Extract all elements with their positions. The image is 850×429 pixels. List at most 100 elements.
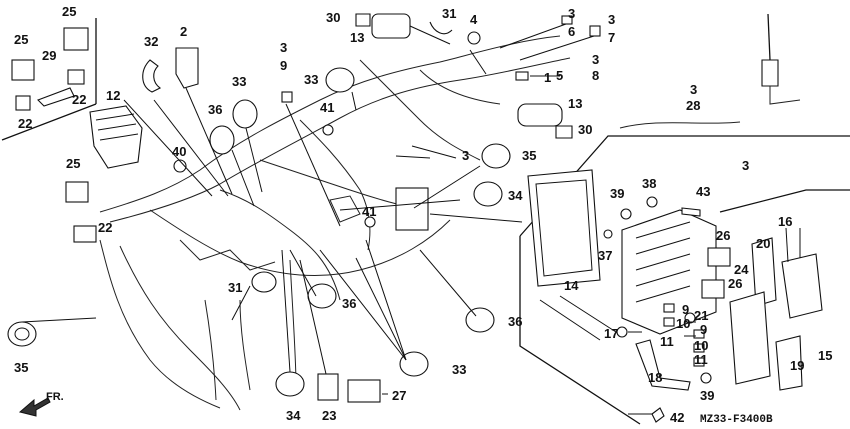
callout-11: 11 [660, 334, 674, 349]
part-4 [467, 31, 481, 45]
callout-27: 27 [392, 388, 406, 403]
callout-21: 21 [694, 308, 708, 323]
callout-3: 3 [280, 40, 287, 55]
antenna-part [767, 13, 771, 61]
callout-8: 8 [592, 68, 599, 83]
callout-22: 22 [98, 220, 112, 235]
connector-part-22-mid [73, 225, 97, 243]
fuse-part-9-b [693, 329, 705, 339]
harness-branch-mid [299, 119, 371, 251]
callout-33: 33 [304, 72, 318, 87]
callout-35: 35 [14, 360, 28, 375]
front-direction-label: FR. [46, 391, 64, 403]
clip-part-7 [589, 25, 601, 37]
callout-25: 25 [62, 4, 76, 19]
callout-18: 18 [648, 370, 662, 385]
clip-part-30-lower [555, 125, 573, 139]
bolt-part-42 [651, 407, 665, 423]
connector-part-22-lower [15, 95, 31, 111]
clamp-part-36-upper [209, 125, 235, 155]
callout-9: 9 [280, 58, 287, 73]
callout-7: 7 [608, 30, 615, 45]
callout-19: 19 [790, 358, 804, 373]
callout-3: 3 [608, 12, 615, 27]
callout-23: 23 [322, 408, 336, 423]
fuse-part-10-b [693, 343, 705, 353]
clamp-part-32 [142, 59, 162, 93]
clip-part-9 [281, 91, 293, 103]
fusebox-cover-14 [527, 169, 601, 287]
callout-3: 3 [462, 148, 469, 163]
harness-knot [329, 195, 361, 223]
part-17 [616, 326, 628, 338]
label-part-19 [775, 335, 803, 391]
clamp-part-36-lower [307, 283, 337, 309]
callout-14: 14 [564, 278, 579, 293]
cover-part-16 [781, 253, 823, 319]
connector-part-23 [317, 373, 339, 401]
callout-30: 30 [326, 10, 340, 25]
harness-drop-1 [239, 299, 251, 391]
callout-36: 36 [342, 296, 356, 311]
harness-center-loop [149, 209, 451, 276]
callout-26: 26 [728, 276, 742, 291]
callout-38: 38 [642, 176, 656, 191]
bolt-part-39-upper [620, 208, 632, 220]
clamp-part-31-lower [251, 271, 277, 293]
callout-43: 43 [696, 184, 710, 199]
fusebox-body [621, 209, 717, 335]
bolt-part-41-lower [364, 216, 376, 228]
callout-39: 39 [700, 388, 714, 403]
callout-3: 3 [690, 82, 697, 97]
callout-17: 17 [604, 326, 618, 341]
callout-22: 22 [18, 116, 32, 131]
clamp-part-33-lower [399, 351, 429, 377]
cover-part-13-lower [517, 103, 563, 127]
front-direction-arrow-icon [18, 397, 51, 417]
clamp-part-36-right [465, 307, 495, 333]
relay-part-25-upper [11, 59, 35, 81]
bracket-part-18 [635, 339, 691, 391]
frame-lower-left-2 [119, 245, 241, 411]
callout-9: 9 [682, 302, 689, 317]
callout-33: 33 [452, 362, 466, 377]
bracket-part-2 [175, 47, 199, 89]
callout-25: 25 [66, 156, 80, 171]
callout-9: 9 [700, 322, 707, 337]
cable-part-28 [619, 121, 741, 129]
diagram-code: MZ33-F3400B [700, 414, 773, 426]
callout-13: 13 [350, 30, 364, 45]
inset-divider [1, 103, 97, 141]
callout-31: 31 [442, 6, 456, 21]
module-12-texture [95, 113, 139, 141]
callout-30: 30 [578, 122, 592, 137]
bolt-part-38 [646, 196, 658, 208]
callout-35: 35 [522, 148, 536, 163]
callout-42: 42 [670, 410, 684, 425]
callout-32: 32 [144, 34, 158, 49]
callout-41: 41 [362, 204, 376, 219]
fusebox-body-slots [635, 221, 691, 303]
callout-34: 34 [508, 188, 523, 203]
fusebox-bracket-left [519, 236, 641, 425]
callout-16: 16 [778, 214, 792, 229]
antenna-lead [769, 86, 801, 105]
harness-main-run [99, 35, 561, 213]
callout-10: 10 [676, 316, 690, 331]
callout-1: 1 [544, 70, 551, 85]
callout-26: 26 [716, 228, 730, 243]
callout-41: 41 [320, 100, 334, 115]
leader-lines [21, 23, 801, 415]
callout-10: 10 [694, 338, 708, 353]
harness-branch-down [219, 189, 341, 301]
bolt-part-43 [681, 207, 701, 217]
bolt-part-39-lower [700, 372, 712, 384]
relay-part-26-upper [707, 247, 731, 267]
harness-drop-2 [289, 259, 297, 381]
fuse-holder-15 [729, 291, 771, 385]
relay-part-25-lower [65, 181, 89, 203]
callout-33: 33 [232, 74, 246, 89]
callout-31: 31 [228, 280, 242, 295]
harness-secondary-run [109, 57, 571, 223]
